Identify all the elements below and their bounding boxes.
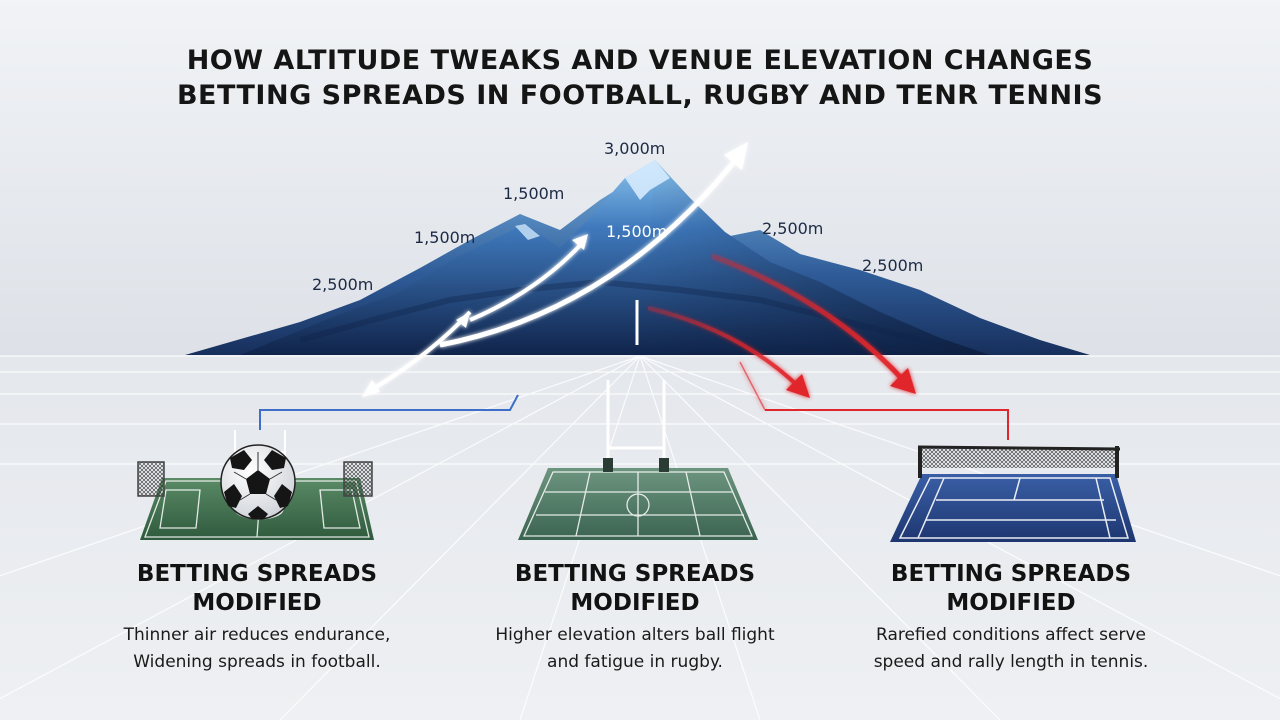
football-description-line-2: Widening spreads in football. xyxy=(133,652,381,672)
floor-grid xyxy=(0,355,1280,720)
tennis-description-line-1: Rarefied conditions affect serve xyxy=(876,625,1146,645)
uptrend-arrows xyxy=(362,142,748,397)
tennis-description-line-2: speed and rally length in tennis. xyxy=(873,652,1149,672)
tennis-heading-line-1: BETTING SPREADS xyxy=(890,561,1132,587)
tennis-heading-line-2: MODIFIED xyxy=(946,590,1076,616)
altitude-label: 2,500m xyxy=(312,275,374,294)
football-heading: BETTING SPREADS MODIFIED xyxy=(97,560,417,618)
rugby-heading: BETTING SPREADS MODIFIED xyxy=(475,560,795,618)
altitude-label: 2,500m xyxy=(862,256,924,275)
rugby-description-line-2: and fatigue in rugby. xyxy=(547,652,723,672)
soccer-ball-icon xyxy=(220,444,296,520)
tennis-heading: BETTING SPREADS MODIFIED xyxy=(851,560,1171,618)
rugby-pitch-illustration xyxy=(518,380,758,540)
altitude-label: 1,500m xyxy=(503,184,565,203)
altitude-label: 2,500m xyxy=(762,219,824,238)
title-line-2: BETTING SPREADS IN FOOTBALL, RUGBY AND T… xyxy=(176,80,1104,111)
football-description-line-1: Thinner air reduces endurance, xyxy=(123,625,391,645)
rugby-description: Higher elevation alters ball flight and … xyxy=(455,622,815,676)
football-heading-line-1: BETTING SPREADS xyxy=(136,561,378,587)
tennis-court-illustration xyxy=(890,445,1136,542)
altitude-label: 1,500m xyxy=(414,228,476,247)
downtrend-arrows xyxy=(647,253,916,411)
football-heading-line-2: MODIFIED xyxy=(192,590,322,616)
altitude-label: 1,500m xyxy=(606,222,668,241)
title-line-1: HOW ALTITUDE TWEAKS AND VENUE ELEVATION … xyxy=(186,45,1094,76)
rugby-heading-line-1: BETTING SPREADS xyxy=(514,561,756,587)
tennis-description: Rarefied conditions affect serve speed a… xyxy=(831,622,1191,676)
rugby-heading-line-2: MODIFIED xyxy=(570,590,700,616)
football-description: Thinner air reduces endurance, Widening … xyxy=(77,622,437,676)
tennis-connector xyxy=(765,409,1009,440)
football-connector xyxy=(259,394,519,430)
altitude-label-peak: 3,000m xyxy=(604,139,666,158)
rugby-description-line-1: Higher elevation alters ball flight xyxy=(495,625,775,645)
